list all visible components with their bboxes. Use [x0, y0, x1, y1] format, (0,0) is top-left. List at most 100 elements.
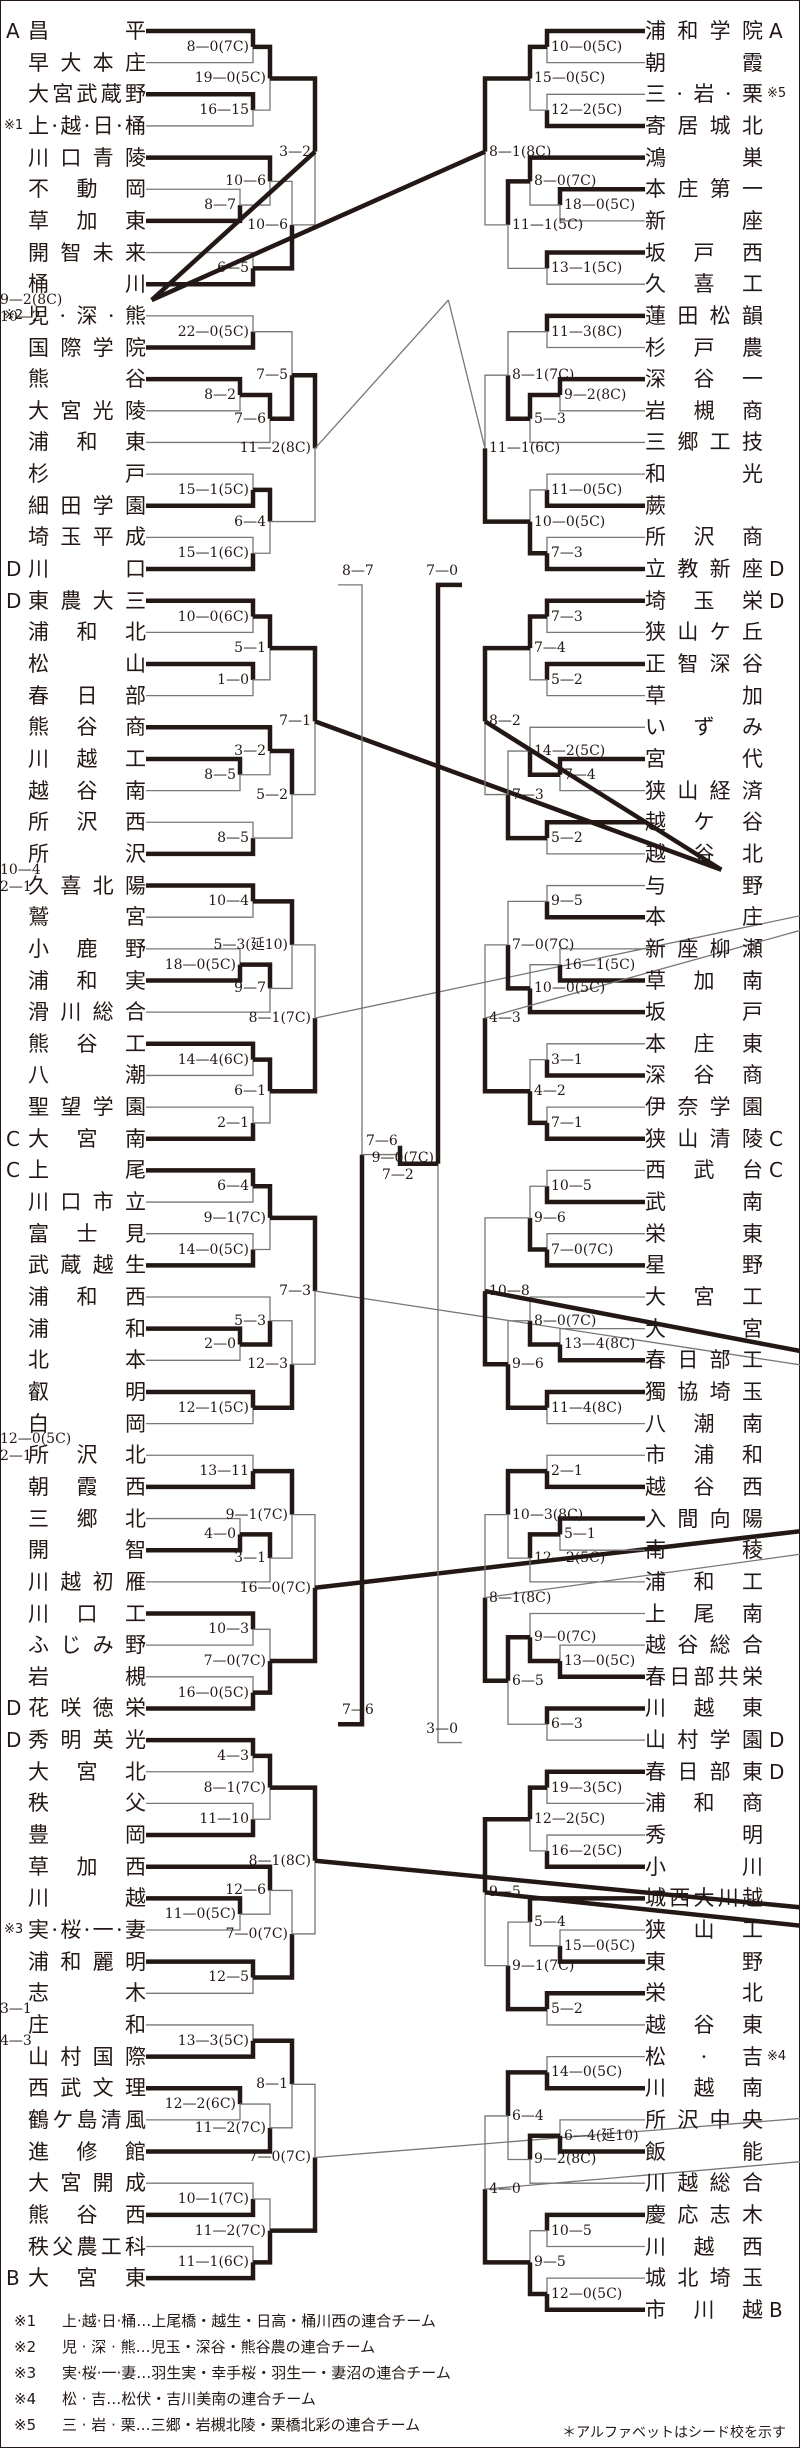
bracket-line	[529, 489, 547, 522]
bracket-line	[529, 726, 645, 752]
bracket-line	[146, 1186, 254, 1203]
score-label: 7—0(7C)	[551, 1241, 614, 1258]
bracket-line	[253, 2198, 271, 2231]
bracket-line	[314, 1858, 800, 1910]
bracket-line	[146, 1389, 256, 1408]
team-name: 市浦和	[645, 1443, 763, 1468]
bracket-line	[146, 774, 241, 792]
team-name: 岩槻	[28, 1664, 146, 1689]
team-name: 鶴ケ島清風	[28, 2107, 146, 2132]
team-name: 浦和麗明	[28, 1949, 146, 1974]
score-label: 2—0	[204, 1336, 236, 1353]
score-label: 16—0(7C)	[239, 1579, 311, 1596]
bracket-line	[544, 489, 645, 508]
bracket-line	[527, 614, 547, 649]
bracket-line	[146, 1611, 256, 1630]
team-name: 松·吉	[645, 2044, 763, 2069]
seed-letter: C	[769, 1158, 783, 1183]
footnote-text: 上·越·日·桶…上尾橋・越生・日高・桶川西の連合チーム	[62, 2312, 436, 2330]
bracket-line	[546, 1233, 645, 1250]
team-name: 伊奈学園	[645, 1095, 763, 1120]
bracket-line	[146, 725, 273, 752]
team-name: 熊谷	[28, 367, 146, 392]
team-name: 浦和東	[28, 430, 146, 455]
bracket-line	[240, 2103, 271, 2128]
score-label: 8—1(8C)	[248, 1852, 311, 1869]
team-name: 浦和商	[645, 1791, 763, 1816]
bracket-line	[546, 93, 645, 111]
score-label: 19—3(5C)	[551, 1779, 623, 1796]
team-name: 狭山清陵	[645, 1126, 763, 1151]
bracket-line	[505, 179, 530, 225]
team-name: 深谷一	[645, 367, 763, 392]
bracket-line	[546, 331, 645, 349]
score-label: 9—2(8C)	[0, 292, 63, 309]
footnote-text: 三 · 岩 · 栗…三郷・岩槻北陵・栗橋北彩の連合チーム	[62, 2416, 421, 2434]
bracket-line	[292, 151, 316, 226]
bracket-line	[546, 1106, 645, 1123]
bracket-line	[146, 1168, 256, 1187]
bracket-line	[527, 155, 645, 182]
team-name: 越谷北	[645, 841, 763, 866]
bracket-line	[527, 1785, 547, 1820]
bracket-line	[505, 944, 530, 991]
score-label: 5—1	[564, 1526, 596, 1543]
seed-letter: D	[769, 1759, 785, 1784]
bracket-line	[546, 838, 645, 855]
bracket-line	[146, 394, 241, 412]
bracket-line	[546, 1169, 645, 1187]
score-label: 13—4(8C)	[564, 1336, 636, 1353]
bracket-line	[559, 205, 645, 222]
team-name: 聖望学園	[28, 1095, 146, 1120]
bracket-line	[146, 1977, 254, 1994]
bracket-line	[544, 1059, 645, 1078]
bracket-line	[544, 110, 645, 129]
bracket-line	[544, 250, 645, 269]
joint-team-note: ※2	[4, 307, 24, 323]
score-label: 8—1(8C)	[489, 143, 552, 160]
bracket-line	[544, 1389, 645, 1408]
score-label: 5—3	[234, 1312, 266, 1329]
team-name: 浦和実	[28, 968, 146, 993]
team-name: 西武文理	[28, 2076, 146, 2101]
score-label: 5—2	[551, 671, 583, 688]
team-name: 白岡	[28, 1411, 146, 1436]
bracket-line	[529, 418, 645, 444]
final-line-right	[397, 1145, 438, 1166]
score-label: 10—4	[0, 861, 41, 878]
bracket-line	[146, 598, 256, 617]
score-label: 8—7	[342, 562, 374, 579]
team-name: 浦和学院	[645, 19, 763, 43]
bracket-line	[484, 1288, 800, 1354]
score-label: 6—5	[512, 1672, 544, 1689]
team-name: 花咲徳栄	[28, 1696, 146, 1721]
score-label: 5—1	[234, 640, 266, 657]
bracket-line	[146, 1517, 241, 1535]
bracket-line	[527, 1217, 547, 1252]
seed-letter: A	[6, 19, 20, 43]
bracket-line	[146, 661, 256, 680]
bracket-line	[146, 1896, 243, 1915]
team-name: 新座	[645, 208, 763, 233]
score-label: 13—1(5C)	[551, 260, 623, 277]
bracket-line	[546, 1724, 645, 1741]
team-name: 蕨	[645, 493, 666, 518]
bracket-line	[270, 76, 318, 152]
bracket-line	[253, 1057, 273, 1092]
bracket-line	[253, 1787, 271, 1820]
team-name: 上·越·日·桶	[28, 113, 146, 138]
bracket-line	[146, 988, 271, 1013]
team-name: 大宮東	[28, 2266, 146, 2291]
team-name: 越谷南	[28, 778, 146, 803]
bracket-line	[314, 299, 449, 449]
score-label: 7—4	[534, 640, 566, 657]
bracket-line	[544, 598, 645, 617]
score-label: 10—1(7C)	[177, 2191, 249, 2208]
team-name: 本庄	[645, 905, 763, 930]
seed-letter: D	[6, 1696, 22, 1721]
bracket-line	[146, 46, 254, 64]
team-name: 東野	[645, 1949, 763, 1974]
team-name: 寄居城北	[645, 113, 763, 138]
team-name: 埼玉平成	[28, 525, 146, 550]
score-label: 10—0(5C)	[534, 980, 606, 997]
